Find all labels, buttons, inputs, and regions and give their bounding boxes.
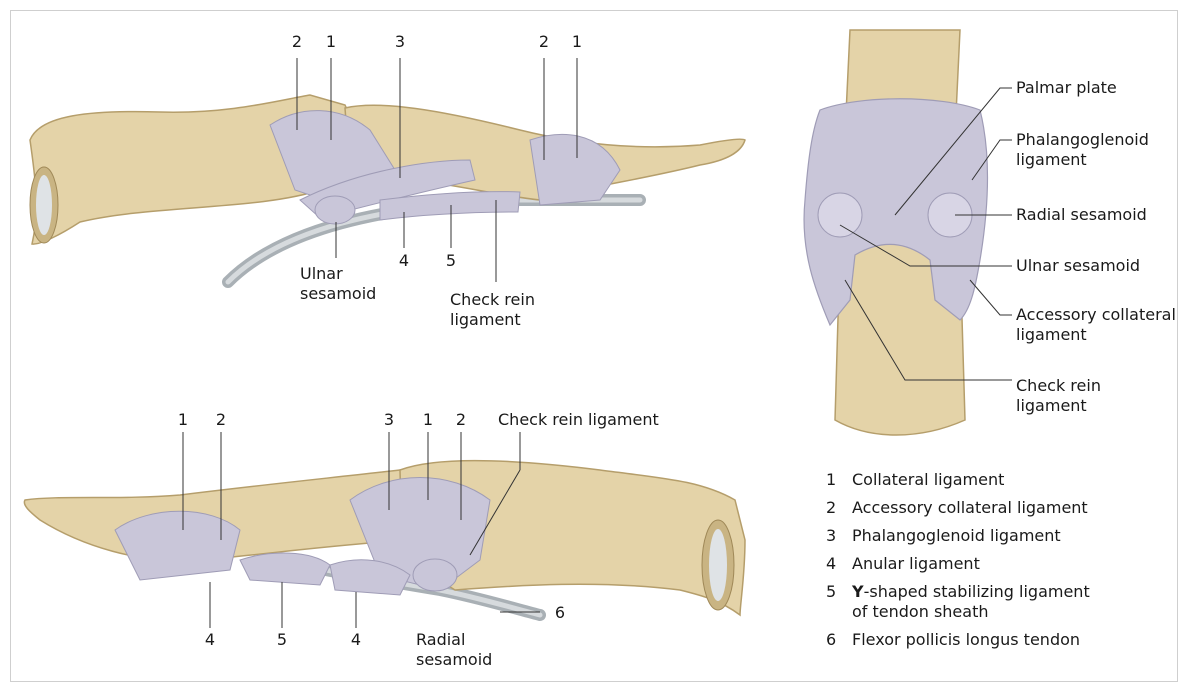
legend-bold-letter: Y (852, 582, 864, 601)
bottom-label-number: 6 (555, 603, 565, 623)
legend-text: Flexor pollicis longus tendon (852, 630, 1080, 650)
top-thumb-illustration (30, 95, 745, 282)
bottom-check-rein-label: Check rein ligament (498, 410, 659, 430)
top-label-number: 1 (326, 32, 336, 52)
check-rein-label: Check rein ligament (1016, 376, 1101, 416)
bottom-label-number: 2 (216, 410, 226, 430)
top-label-number: 2 (539, 32, 549, 52)
top-check-rein-label: Check rein ligament (450, 290, 535, 330)
legend-number: 2 (826, 498, 852, 518)
bottom-label-number: 1 (178, 410, 188, 430)
legend-number: 4 (826, 554, 852, 574)
bottom-label-number: 5 (277, 630, 287, 650)
legend-number: 5 (826, 582, 852, 622)
legend-text-rest: -shaped stabilizing ligament of tendon s… (852, 582, 1090, 621)
legend-text: Accessory collateral ligament (852, 498, 1088, 518)
bottom-label-number: 1 (423, 410, 433, 430)
legend: 1 Collateral ligament 2 Accessory collat… (826, 470, 1090, 658)
top-label-number: 5 (446, 251, 456, 271)
legend-number: 3 (826, 526, 852, 546)
top-ulnar-sesamoid-label: Ulnar sesamoid (300, 264, 376, 304)
legend-text: Collateral ligament (852, 470, 1004, 490)
legend-text: Y-shaped stabilizing ligament of tendon … (852, 582, 1090, 622)
top-label-number: 1 (572, 32, 582, 52)
palmar-joint-illustration (804, 30, 987, 435)
top-label-number: 4 (399, 251, 409, 271)
legend-text: Phalangoglenoid ligament (852, 526, 1061, 546)
palmar-plate-label: Palmar plate (1016, 78, 1117, 98)
bottom-thumb-illustration (24, 461, 745, 615)
bottom-label-number: 4 (351, 630, 361, 650)
legend-item: 4 Anular ligament (826, 554, 1090, 574)
bottom-label-number: 4 (205, 630, 215, 650)
legend-item: 1 Collateral ligament (826, 470, 1090, 490)
accessory-collateral-label: Accessory collateral ligament (1016, 305, 1176, 345)
legend-item: 5 Y-shaped stabilizing ligament of tendo… (826, 582, 1090, 622)
bottom-label-number: 2 (456, 410, 466, 430)
top-label-number: 2 (292, 32, 302, 52)
legend-text: Anular ligament (852, 554, 980, 574)
top-label-number: 3 (395, 32, 405, 52)
legend-item: 3 Phalangoglenoid ligament (826, 526, 1090, 546)
ulnar-sesamoid-label: Ulnar sesamoid (1016, 256, 1140, 276)
bottom-radial-sesamoid-label: Radial sesamoid (416, 630, 492, 670)
legend-item: 2 Accessory collateral ligament (826, 498, 1090, 518)
radial-sesamoid-label: Radial sesamoid (1016, 205, 1147, 225)
legend-item: 6 Flexor pollicis longus tendon (826, 630, 1090, 650)
phalangoglenoid-label: Phalangoglenoid ligament (1016, 130, 1149, 170)
legend-number: 6 (826, 630, 852, 650)
legend-number: 1 (826, 470, 852, 490)
bottom-label-number: 3 (384, 410, 394, 430)
